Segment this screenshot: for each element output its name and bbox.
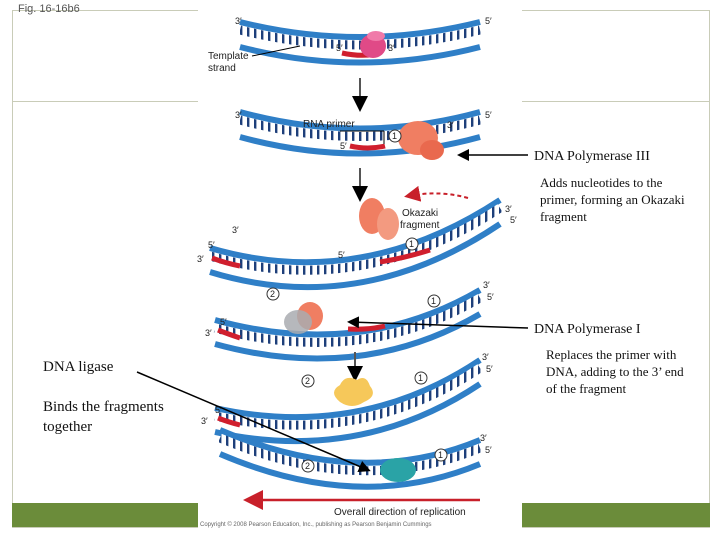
end-label: 3′ — [201, 416, 208, 426]
template-strand-label: strand — [208, 63, 236, 74]
pol1-pointer — [347, 316, 529, 329]
step-number: 1 — [418, 373, 423, 383]
end-label: 5′ — [485, 16, 492, 26]
end-label: 3′ — [480, 433, 487, 443]
end-label: 5′ — [336, 43, 343, 53]
end-label: 3′ — [505, 204, 512, 214]
figure-label: Fig. 16-16b6 — [18, 3, 80, 15]
stage-4: 2 1 5′ 3′ 3′ 5′ — [205, 280, 494, 362]
bottom-band-left — [12, 503, 198, 527]
overall-direction-label: Overall direction of replication — [334, 507, 466, 518]
step-number: 2 — [305, 376, 310, 386]
end-label: 3′ — [235, 110, 242, 120]
bottom-band-right — [522, 503, 710, 527]
end-label: 5′ — [485, 445, 492, 455]
end-label: 5′ — [487, 292, 494, 302]
end-label: 5′ — [510, 215, 517, 225]
step-number: 2 — [270, 289, 275, 299]
dna-ligase-enzyme — [380, 458, 416, 482]
step-number: 1 — [392, 131, 397, 141]
okazaki-fragment-label: fragment — [400, 220, 440, 231]
ligase-pointer — [136, 371, 371, 473]
end-label: 5′ — [215, 405, 222, 415]
dna-polymerase-i — [334, 377, 373, 406]
pol1-description: Replaces the primer with DNA, adding to … — [546, 347, 684, 396]
okazaki-fragment-label: Okazaki — [402, 208, 438, 219]
stage-3: Okazaki fragment 1 3′ 5′ 3′ 5′ 3′ 5′ — [197, 185, 517, 291]
stage-6: 2 1 3′ 5′ — [218, 427, 492, 490]
ligase-description: Binds the fragments together — [43, 399, 164, 435]
rna-primer-label: RNA primer — [303, 119, 355, 130]
pol3-description: Adds nucleotides to the primer, forming … — [540, 175, 685, 224]
step-number: 1 — [431, 296, 436, 306]
end-label: 3′ — [235, 16, 242, 26]
stage-1: 3′ 5′ 5′ 3′ Template strand — [208, 16, 492, 74]
pol1-title: DNA Polymerase I — [534, 322, 641, 337]
template-strand-label: Template — [208, 51, 249, 62]
end-label: 3′ — [482, 352, 489, 362]
end-label: 3′ — [232, 225, 239, 235]
end-label: 3′ — [447, 120, 454, 130]
end-label: 3′ — [197, 254, 204, 264]
end-label: 3′ — [388, 43, 395, 53]
copyright-text: Copyright © 2008 Pearson Education, Inc.… — [200, 521, 432, 528]
end-label: 5′ — [338, 250, 345, 260]
ligase-title: DNA ligase — [43, 359, 114, 375]
end-label: 5′ — [485, 110, 492, 120]
step-number: 1 — [409, 239, 414, 249]
step-number: 1 — [438, 450, 443, 460]
end-label: 5′ — [340, 141, 347, 151]
step-number: 2 — [305, 461, 310, 471]
end-label: 5′ — [486, 364, 493, 374]
end-label: 3′ — [483, 280, 490, 290]
end-label: 5′ — [220, 317, 227, 327]
pol3-title: DNA Polymerase III — [534, 149, 650, 164]
stage-2: 3′ 5′ 5′ 3′ RNA primer 1 — [235, 109, 492, 160]
stage-5: 2 1 5′ 3′ 3′ 5′ — [201, 352, 493, 445]
end-label: 5′ — [208, 240, 215, 250]
end-label: 3′ — [205, 328, 212, 338]
